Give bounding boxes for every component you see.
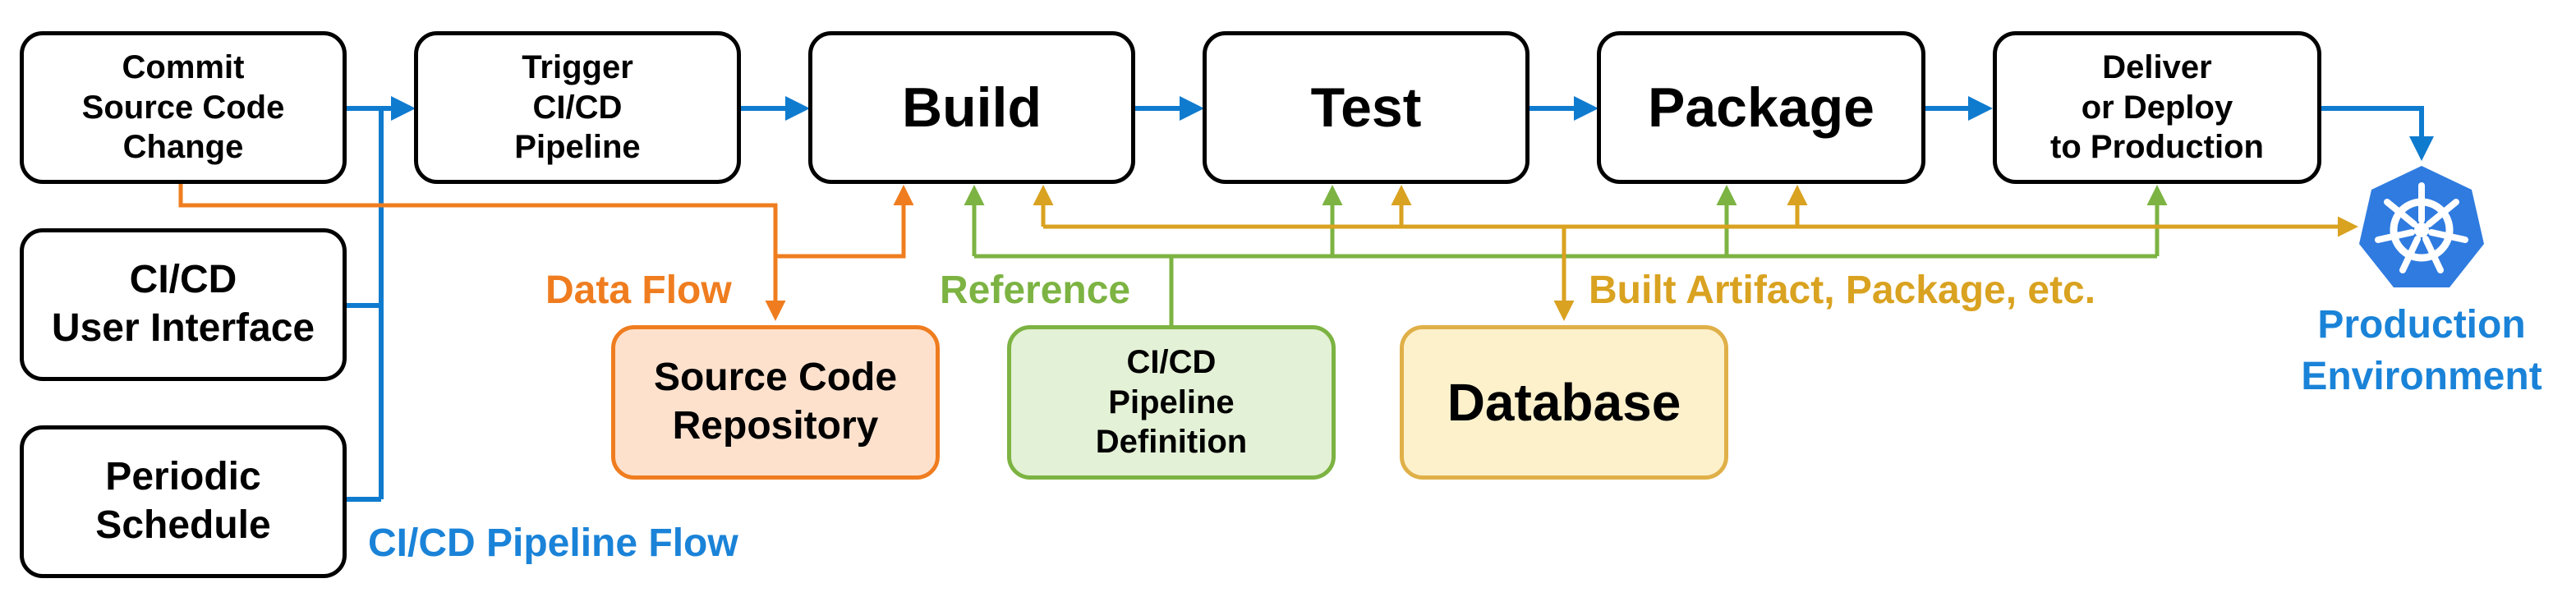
data-flow-lines [178,184,914,321]
built-artifact-label: Built Artifact, Package, etc. [1589,269,2096,312]
reference-label: Reference [940,269,1131,312]
trigger-cicd-pipeline-box: Trigger CI/CD Pipeline [414,31,741,184]
build-stage-box: Build [808,31,1135,184]
commit-source-code-change-box: Commit Source Code Change [20,31,347,184]
data-flow-label: Data Flow [545,269,732,312]
test-stage-box: Test [1203,31,1530,184]
periodic-schedule-box: Periodic Schedule [20,425,347,578]
database-box: Database [1400,325,1728,480]
source-code-repository-box: Source Code Repository [611,325,940,480]
artifact-lines [1033,185,2358,321]
kubernetes-icon [2359,166,2484,287]
deliver-deploy-production-box: Deliver or Deploy to Production [1993,31,2321,184]
repo-to-build-arrow [775,185,914,259]
cicd-pipeline-definition-box: CI/CD Pipeline Definition [1007,325,1336,480]
package-stage-box: Package [1597,31,1925,184]
cicd-pipeline-flow-label: CI/CD Pipeline Flow [368,521,738,565]
cicd-user-interface-box: CI/CD User Interface [20,228,347,381]
production-environment-label: Production Environment [2301,303,2542,399]
pipeline-flow-lines [347,96,2434,502]
commit-to-repo-arrow [178,184,786,321]
deliver-to-production-arrow [2321,106,2434,161]
